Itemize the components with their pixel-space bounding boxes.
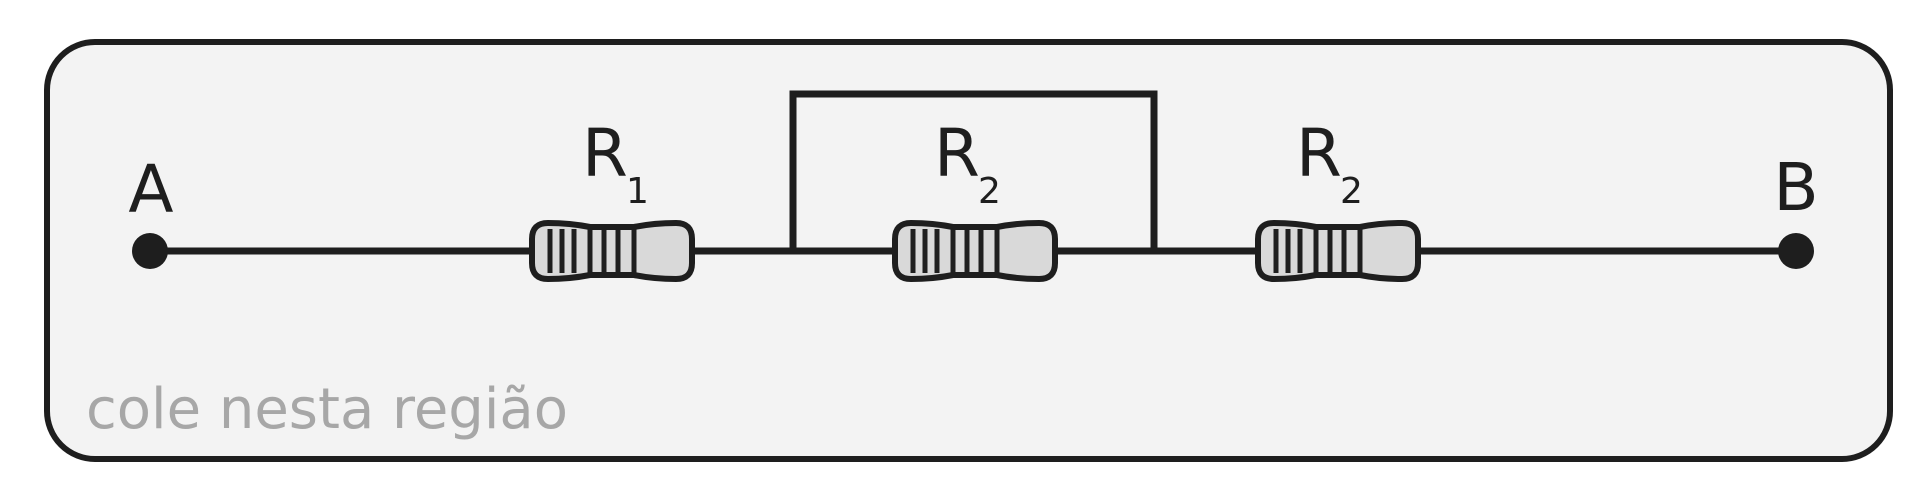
resistor-2-subscript: 2 <box>978 171 1001 212</box>
resistor-1 <box>532 223 692 279</box>
terminal-b-label: B <box>1773 149 1818 226</box>
paste-region-note: cole nesta região <box>86 377 568 442</box>
resistor-3 <box>1258 223 1418 279</box>
terminal-b-dot <box>1778 233 1814 269</box>
resistor-1-label: R <box>582 115 628 192</box>
resistor-2-label: R <box>934 115 980 192</box>
short-circuit-wire <box>789 90 1158 251</box>
resistor-1-subscript: 1 <box>626 171 649 212</box>
resistor-3-subscript: 2 <box>1340 171 1363 212</box>
resistor-3-label: R <box>1296 115 1342 192</box>
terminal-a-dot <box>132 233 168 269</box>
resistor-2 <box>895 223 1055 279</box>
terminal-a-label: A <box>128 151 173 228</box>
